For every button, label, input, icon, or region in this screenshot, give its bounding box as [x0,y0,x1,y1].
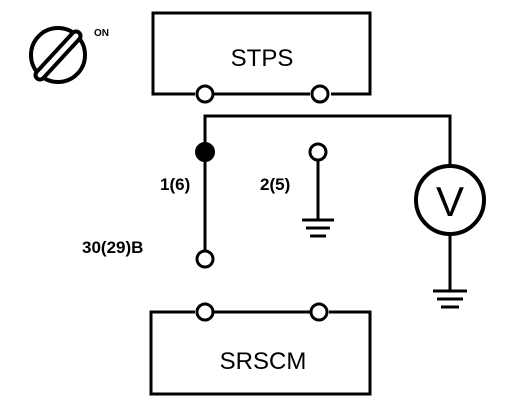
stps-terminal-left [195,84,215,104]
stps-terminal-right [310,84,330,104]
srscm-terminal-left [195,302,215,322]
wiring [203,114,452,291]
terminal-30-label: 30(29)B [82,238,143,257]
srscm-component [149,310,372,396]
srscm-terminal-right [309,302,329,322]
stps-component [151,11,372,96]
ignition-key-switch-icon [29,26,87,84]
terminal-1-label: 1(6) [160,175,190,194]
ground-icon [302,218,334,238]
stps-label: STPS [231,45,294,72]
voltmeter-icon [414,164,486,236]
terminal-2-label: 2(5) [260,175,290,194]
voltmeter-ground-icon [433,289,467,309]
voltmeter-symbol: V [436,178,464,225]
ignition-on-label: ON [94,28,109,39]
srscm-label: SRSCM [220,348,307,375]
terminal-1-dot [195,142,215,162]
terminal-30-dot [195,249,215,269]
terminal-2-dot [308,142,328,162]
